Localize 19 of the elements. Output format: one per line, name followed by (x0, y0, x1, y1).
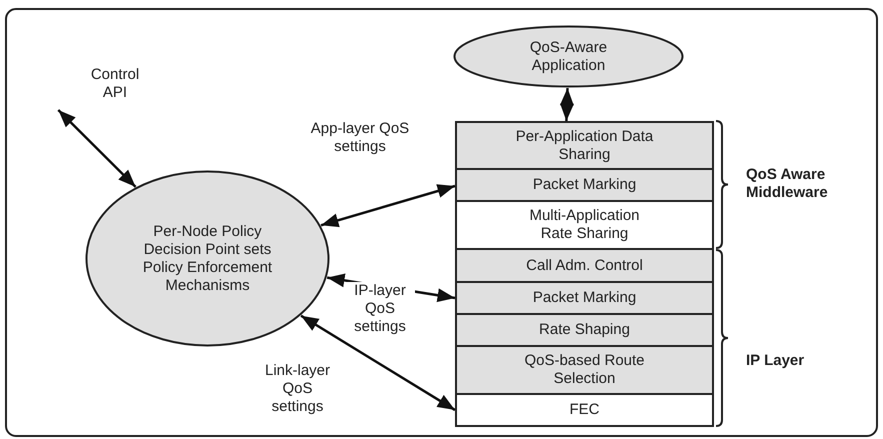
edge-label: App-layer QoS settings (310, 120, 410, 156)
layer-box: Rate Shaping (455, 313, 714, 347)
double-arrow (320, 184, 456, 228)
layer-box: Call Adm. Control (455, 248, 714, 283)
layer-box: Packet Marking (455, 168, 714, 202)
layer-box: Multi-Application Rate Sharing (455, 200, 714, 250)
layer-box: Per-Application Data Sharing (455, 121, 714, 170)
group-label: IP Layer (746, 352, 806, 370)
ellipse-node: Per-Node Policy Decision Point sets Policy Enforcement Mechanisms (85, 170, 330, 347)
layer-box: Packet Marking (455, 281, 714, 315)
ellipse-node: QoS-Aware Application (453, 25, 684, 88)
layer-box: QoS-based Route Selection (455, 345, 714, 395)
edge-label: IP-layer QoS settings (345, 282, 415, 336)
double-arrow (560, 88, 574, 122)
double-arrow (57, 109, 136, 188)
text-label: Control API (80, 62, 150, 106)
double-arrow (300, 314, 456, 412)
group-label: QoS Aware Middleware (746, 166, 829, 202)
layer-box: FEC (455, 393, 714, 427)
